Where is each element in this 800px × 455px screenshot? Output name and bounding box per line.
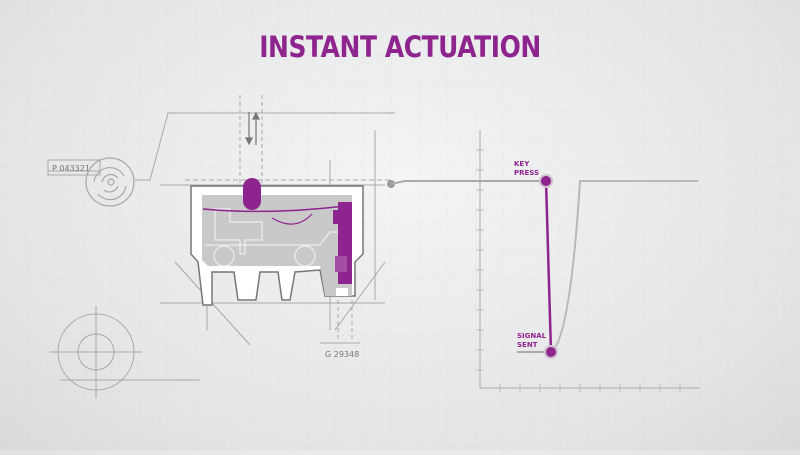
plunger <box>243 178 261 210</box>
up-down-arrows-icon <box>245 111 260 146</box>
signal-sent-label-line1: SIGNAL <box>517 332 547 340</box>
spiral-icon <box>85 157 135 207</box>
switch-cross-section <box>190 178 364 306</box>
key-press-point <box>539 174 553 188</box>
part-number-label: P 043321 <box>52 164 90 173</box>
key-press-label-line1: KEY <box>514 160 530 168</box>
idle-signal-line <box>390 180 546 185</box>
gauge-number-label: G 29348 <box>325 350 359 359</box>
signal-sent-label-line2: SENT <box>517 341 538 349</box>
mechanical-response-curve <box>550 180 698 353</box>
page-title: INSTANT ACTUATION <box>259 30 541 64</box>
signal-graph: KEY PRESS SIGNAL SENT <box>387 130 700 392</box>
signal-sent-point <box>544 345 558 359</box>
graph-axes <box>479 130 700 389</box>
instant-actuation-line <box>544 180 553 353</box>
crosshair-circle-icon <box>50 306 142 398</box>
axis-ticks <box>476 149 681 392</box>
contact-leaf <box>202 205 346 213</box>
key-press-label-line2: PRESS <box>514 169 539 177</box>
part-number-box <box>47 159 101 176</box>
